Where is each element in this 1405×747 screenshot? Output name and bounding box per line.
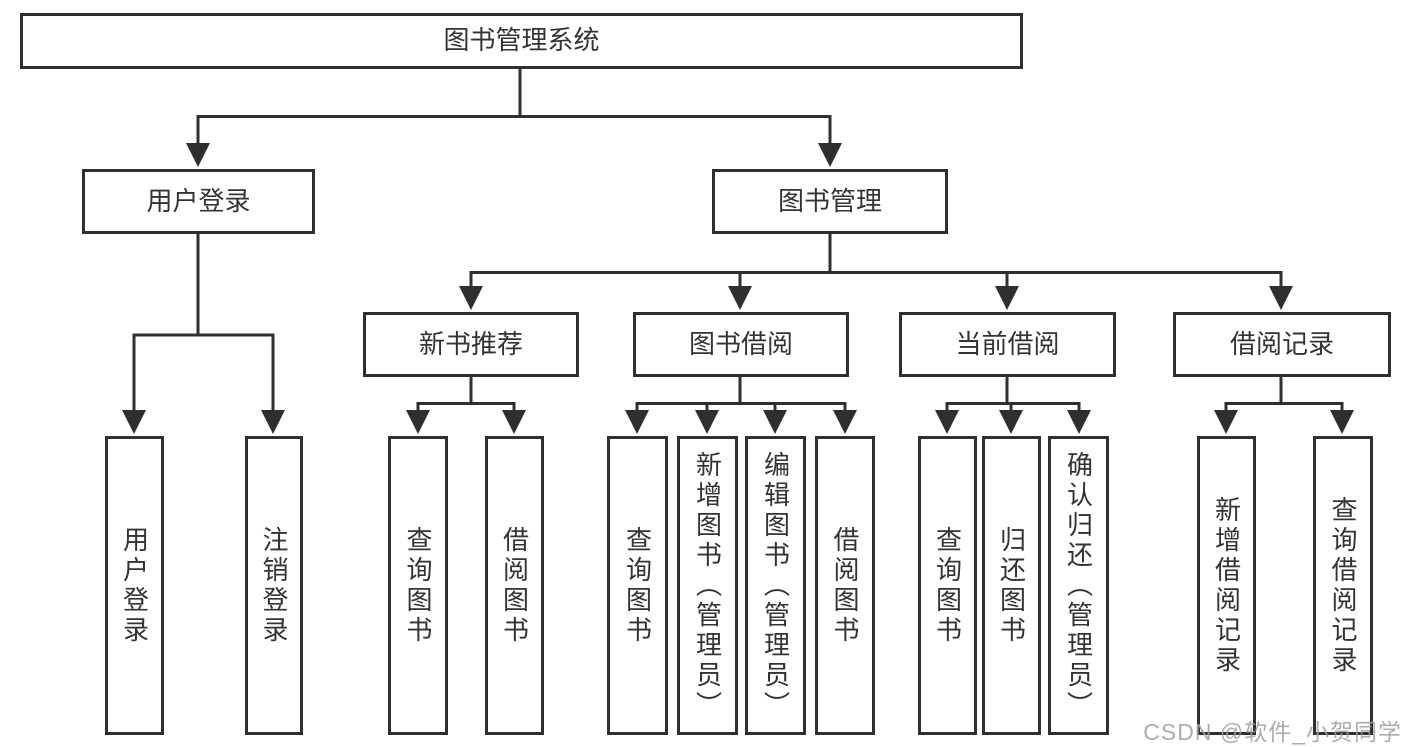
arrowhead-icon bbox=[1269, 286, 1293, 310]
arrowhead-icon bbox=[459, 286, 483, 310]
arrowhead-icon bbox=[999, 410, 1023, 434]
arrowhead-icon bbox=[1214, 410, 1238, 434]
arrowhead-icon bbox=[1067, 410, 1091, 434]
node-book-management: 图书管理 bbox=[712, 169, 948, 234]
leaf-query-book-current: 查询图书 bbox=[918, 436, 977, 735]
arrowhead-icon bbox=[818, 143, 842, 167]
leaf-query-book-recommend: 查询图书 bbox=[388, 436, 448, 735]
arrowhead-icon bbox=[122, 410, 146, 434]
node-user-login: 用户登录 bbox=[82, 169, 315, 234]
arrowhead-icon bbox=[186, 143, 210, 167]
leaf-borrow-book-recommend: 借阅图书 bbox=[485, 436, 544, 735]
arrowhead-icon bbox=[502, 410, 526, 434]
node-root: 图书管理系统 bbox=[20, 13, 1023, 69]
leaf-logout: 注销登录 bbox=[245, 436, 303, 735]
arrowhead-icon bbox=[728, 286, 752, 310]
arrowhead-icon bbox=[695, 410, 719, 434]
arrowhead-icon bbox=[406, 410, 430, 434]
leaf-user-login: 用户登录 bbox=[105, 436, 164, 735]
arrowhead-icon bbox=[763, 410, 787, 434]
node-book-borrow: 图书借阅 bbox=[633, 312, 849, 377]
leaf-query-book-borrow: 查询图书 bbox=[607, 436, 668, 735]
leaf-confirm-return-admin: 确认归还（管理员） bbox=[1048, 436, 1109, 735]
leaf-return-book: 归还图书 bbox=[982, 436, 1041, 735]
leaf-borrow-book: 借阅图书 bbox=[815, 436, 875, 735]
node-new-book-recommend: 新书推荐 bbox=[363, 312, 579, 377]
arrowhead-icon bbox=[1330, 410, 1354, 434]
arrowheads bbox=[122, 143, 1354, 434]
leaf-add-borrow-record: 新增借阅记录 bbox=[1197, 436, 1256, 735]
watermark: CSDN @软件_小贺同学 bbox=[1143, 719, 1402, 745]
arrowhead-icon bbox=[833, 410, 857, 434]
leaf-edit-book-admin: 编辑图书（管理员） bbox=[745, 436, 806, 735]
leaf-add-book-admin: 新增图书（管理员） bbox=[677, 436, 738, 735]
arrowhead-icon bbox=[261, 410, 285, 434]
arrowhead-icon bbox=[935, 410, 959, 434]
node-current-borrow: 当前借阅 bbox=[899, 312, 1116, 377]
arrowhead-icon bbox=[995, 286, 1019, 310]
leaf-query-borrow-record: 查询借阅记录 bbox=[1313, 436, 1373, 735]
arrowhead-icon bbox=[625, 410, 649, 434]
node-borrow-record: 借阅记录 bbox=[1173, 312, 1391, 377]
